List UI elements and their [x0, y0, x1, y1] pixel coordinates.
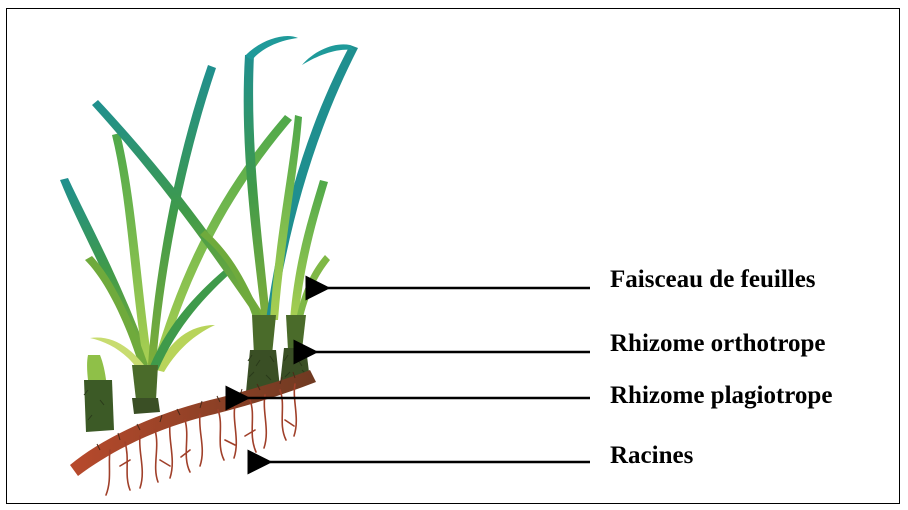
label-racines: Racines [610, 443, 693, 468]
label-rhizome-plagiotrope: Rhizome plagiotrope [610, 383, 832, 408]
label-faisceau-de-feuilles: Faisceau de feuilles [610, 267, 816, 292]
label-rhizome-orthotrope: Rhizome orthotrope [610, 331, 825, 356]
